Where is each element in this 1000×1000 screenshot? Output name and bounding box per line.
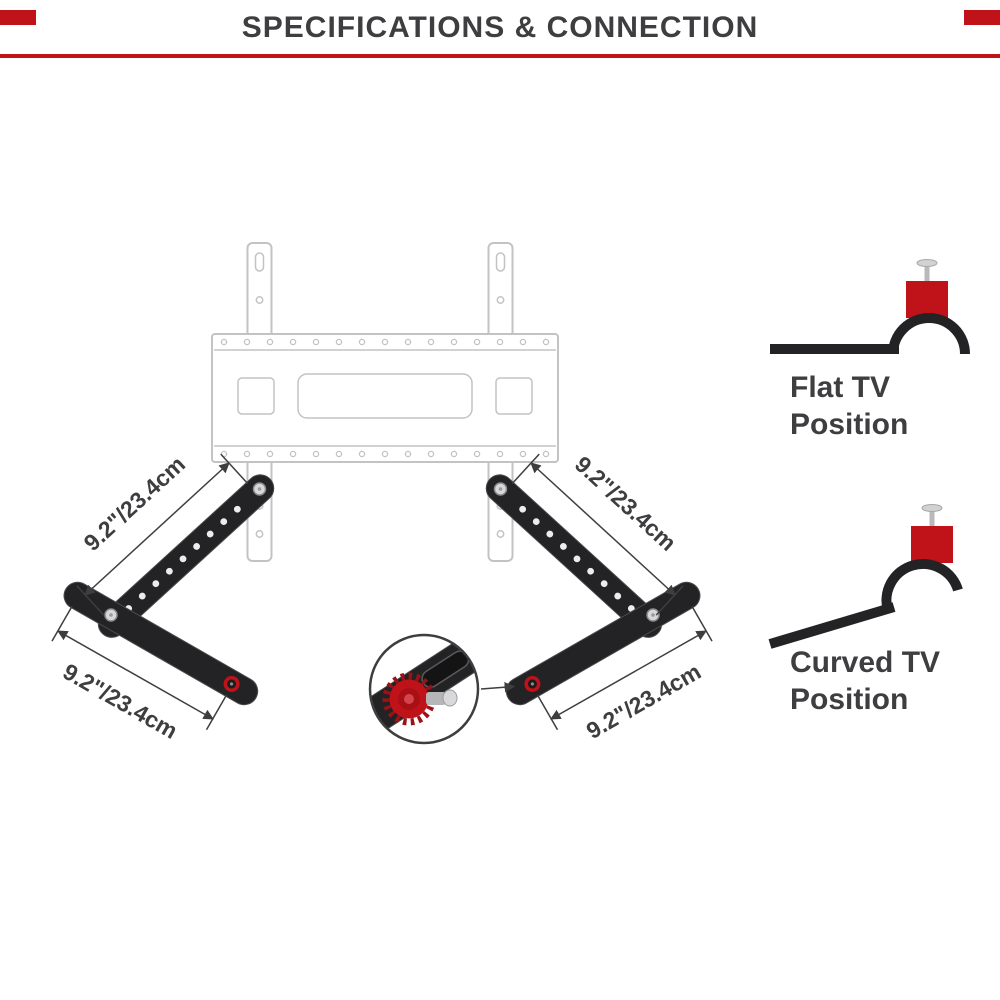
pivot-screws [104,482,660,622]
bracket-block [906,281,948,318]
curved-tv-profile-line [768,602,896,649]
hook-arc [888,313,970,355]
header-divider [0,54,1000,58]
page-title: SPECIFICATIONS & CONNECTION [241,11,759,44]
header-left-accent [0,10,36,25]
curved-tv-label-line1: Curved TV [790,646,940,679]
plate-hole-row-top [220,338,550,346]
plate-side-cutout [237,377,275,415]
tv-wall-mount [211,242,559,562]
inset-leader-line [480,681,516,693]
dimension-label-right-lower: 9.2"/23.4cm [582,658,705,744]
bracket-block [911,526,953,563]
thumbscrew-knob-icon [382,672,458,726]
plate-side-cutout [495,377,533,415]
hook-arc [881,559,963,613]
flat-tv-icon [770,259,970,355]
rail-slot [254,252,265,272]
plate-center-slot [297,373,473,419]
dimension-label-right-upper: 9.2"/23.4cm [570,451,682,556]
header: SPECIFICATIONS & CONNECTION [0,0,1000,60]
inset-circle [368,633,480,745]
flat-tv-label-line1: Flat TV [790,371,890,404]
dimension-label-left-lower: 9.2"/23.4cm [59,658,182,744]
flat-tv-label-line2: Position [790,408,908,441]
curved-tv-icon [768,504,963,649]
dimension-label-left-upper: 9.2"/23.4cm [79,451,191,556]
header-right-accent [964,10,1000,25]
curved-tv-label-line2: Position [790,683,908,716]
magnifier-inset [368,633,516,745]
plate-hole-row-bottom [220,450,550,458]
rail-slot [495,252,506,272]
